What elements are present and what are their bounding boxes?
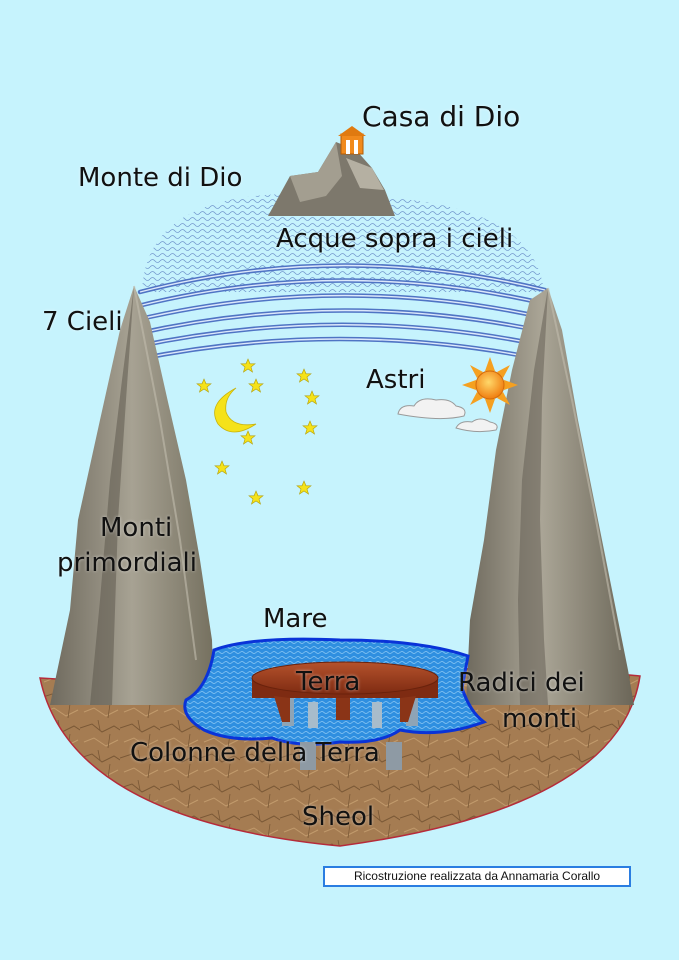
- label-radici-line1: Radici dei: [458, 668, 585, 698]
- label-acque-sopra-i-cieli: Acque sopra i cieli: [276, 224, 514, 254]
- label-radici-line2: monti: [502, 704, 578, 734]
- label-astri: Astri: [366, 365, 426, 395]
- label-7-cieli: 7 Cieli: [42, 307, 123, 337]
- label-monti-line1: Monti: [100, 513, 173, 543]
- moon-icon: [214, 387, 257, 433]
- label-sheol: Sheol: [302, 802, 375, 832]
- clouds-icon: [397, 398, 498, 433]
- sun-icon: [462, 357, 518, 413]
- label-monti-line2: primordiali: [57, 548, 197, 578]
- stars-icon: [196, 358, 320, 505]
- label-terra: Terra: [296, 667, 361, 697]
- house-of-god-icon: [338, 126, 366, 155]
- left-primordial-mountain-icon: [50, 285, 214, 705]
- label-colonne-della-terra: Colonne della Terra: [130, 738, 380, 768]
- label-monte-di-dio: Monte di Dio: [78, 163, 243, 193]
- label-casa-di-dio: Casa di Dio: [362, 100, 521, 133]
- credit-box: Ricostruzione realizzata da Annamaria Co…: [323, 866, 631, 887]
- right-primordial-mountain-icon: [466, 287, 634, 705]
- label-mare: Mare: [263, 604, 328, 634]
- earth-table-icon: [251, 661, 439, 722]
- waters-above-dome: [142, 194, 544, 292]
- mountain-of-god-icon: [268, 142, 395, 216]
